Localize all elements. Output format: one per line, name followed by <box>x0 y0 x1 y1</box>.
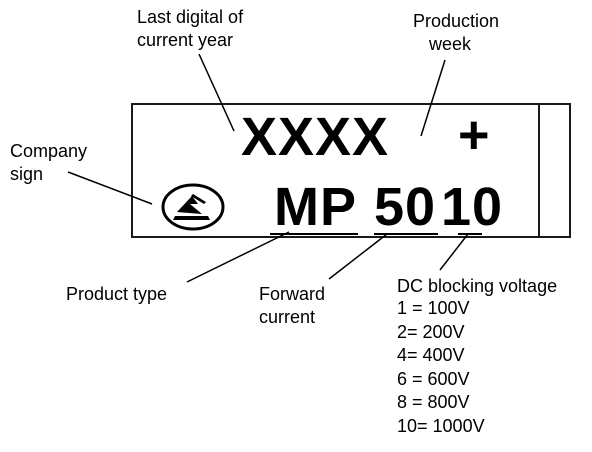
product-type-leader <box>186 231 290 283</box>
voltage-code-row: 8 = 800V <box>397 392 470 412</box>
voltage-leader <box>439 233 469 271</box>
voltage-code-text: 10 <box>441 177 504 237</box>
product-code-text: MP <box>274 177 357 237</box>
date-code-text: XXXX <box>241 107 390 167</box>
package-outline <box>131 103 571 238</box>
product-type-label: Product type <box>66 284 168 304</box>
forward-current-leader <box>328 233 388 280</box>
dc-voltage-title: DC blocking voltage <box>397 276 558 296</box>
voltage-code-row: 2= 200V <box>397 321 465 342</box>
polarity-plus-sign: + <box>458 105 491 165</box>
year-leader <box>198 53 235 132</box>
voltage-code-row: 10= 1000V <box>397 415 485 436</box>
company-leader <box>67 171 153 205</box>
voltage-code-row: 6 = 600V <box>397 368 470 389</box>
company-logo-icon <box>161 183 225 231</box>
package-end-divider <box>538 103 540 238</box>
voltage-code-row: 4= 400V <box>397 345 465 365</box>
week-leader <box>420 59 446 137</box>
current-code-text: 50 <box>374 177 437 237</box>
voltage-code-list: 1 = 100V 2= 200V 4= 400V 6 = 600V 8 = 80… <box>397 297 485 438</box>
voltage-code-row: 1 = 100V <box>397 298 470 318</box>
